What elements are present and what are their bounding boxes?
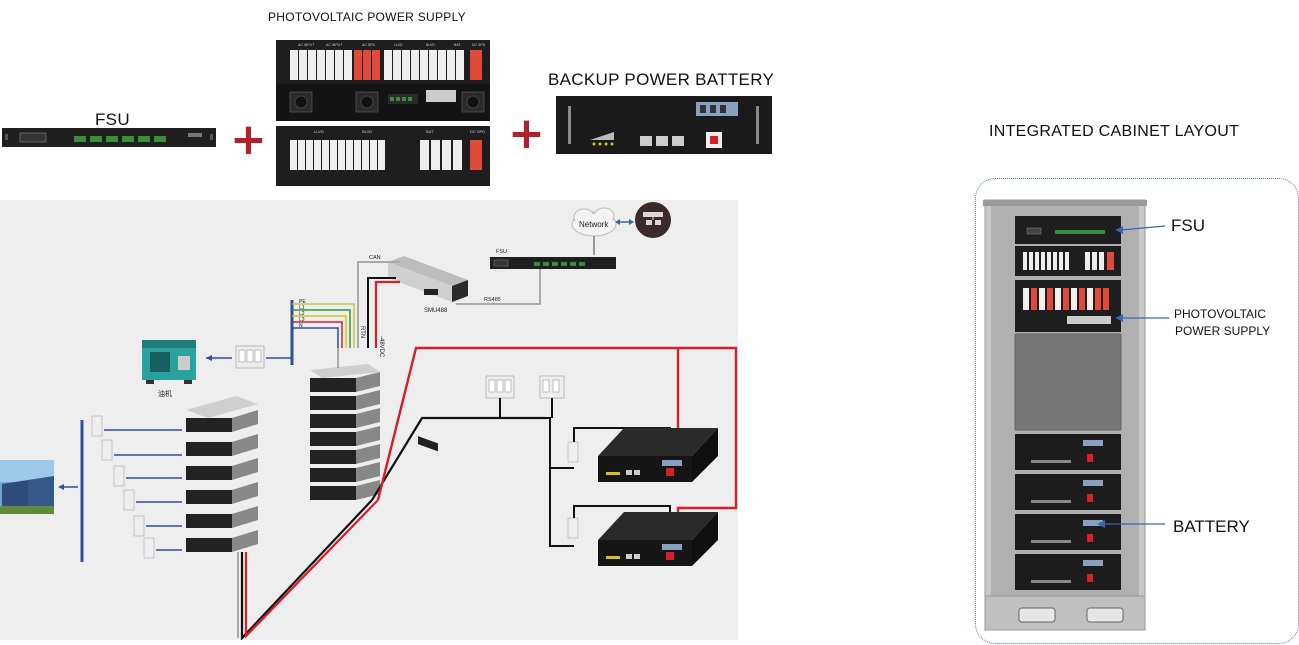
solar-feed-lines [104,429,182,551]
dc-label: -48VDC [378,336,384,358]
rtn-cable [367,277,396,348]
smu488-device [388,256,468,452]
fsu-unit-graphic [2,128,216,147]
solar-breakers [91,415,155,559]
battery-breaker-1 [485,375,515,399]
battery-breaker-2 [539,375,565,399]
pv-top-sec-6: BAT [454,43,461,47]
generator-arrow-icon [206,355,212,361]
battery-module-1 [598,428,718,482]
pe-label: PE [299,299,306,305]
solar-red-cable [244,499,379,639]
battery-negative-branch [546,417,574,547]
cabinet-battery-label: BATTERY [1173,517,1250,536]
pv-panel-bottom-graphic: LLVD BLVD BAT DC SPD [276,126,490,186]
generator-icon [142,340,196,384]
cabinet-battery-arrow-icon [1097,520,1105,528]
cabinet-fsu-label: FSU [1171,216,1205,235]
cabinet-title: INTEGRATED CABINET LAYOUT [989,123,1240,140]
pv-bottom-sec-1: LLVD [314,129,324,134]
diagram-fsu-device [490,257,616,269]
diagram-fsu-label: FSU [496,249,507,255]
system-diagram-graphic: Network FSU RS485 [0,202,738,641]
cabinet-graphic [983,199,1169,631]
battery-title: BACKUP POWER BATTERY [548,70,775,89]
fsu-title: FSU [95,110,130,129]
pv-top-sec-3: AC SPD [362,43,376,47]
battery-unit-graphic [556,96,772,154]
pv-top-sec-7: DC SPD [472,43,486,47]
dc-negative-bus [371,416,546,501]
l2-cable [292,315,347,348]
network-label: Network [579,220,609,229]
system-diagram: Network FSU RS485 [0,200,738,641]
cabinet-batteries [1015,434,1121,590]
rs485-cable [456,269,541,305]
l3-label: L3 [299,317,305,323]
pv-title: PHOTOVOLTAIC POWER SUPPLY [268,10,466,24]
battery-module-2 [598,512,718,566]
plus-icon-1: + [230,114,267,165]
n-label: N [299,323,303,329]
can-label: CAN [369,255,381,261]
cabinet-fsu-pointer [1120,225,1166,231]
generator-switch-icon [235,345,265,369]
pe-cable [292,303,355,348]
network-arrow-right-icon [629,219,634,225]
network-cloud-icon [571,207,617,237]
pv-bottom-sec-3: BAT [426,129,434,134]
rectifier-stack [310,364,380,500]
pv-bottom-sec-4: DC SPD [470,129,485,134]
pv-panel-top: AC INPUT AC INPUT AC SPD LLVD BLVD BAT D… [276,40,490,121]
pv-top-sec-2: AC INPUT [326,43,343,47]
pv-top-sec-1: AC INPUT [298,43,315,47]
cabinet-pv-label-line2: POWER SUPPLY [1175,324,1271,338]
battery2-fuse-icon [567,517,579,539]
solar-black-cable [240,499,373,641]
l1-label: L1 [299,305,305,311]
generator-label: 油机 [158,389,172,398]
rs485-label: RS485 [484,297,501,303]
pv-panel-top-graphic: AC INPUT AC INPUT AC SPD LLVD BLVD BAT D… [276,40,490,121]
can-cable [357,261,400,348]
pv-panel-bottom: LLVD BLVD BAT DC SPD [276,126,490,186]
battery-unit [556,96,772,154]
pv-bottom-breakers [290,140,482,170]
l2-label: L2 [299,311,305,317]
pv-top-sec-4: LLVD [394,43,403,47]
network-arrow-left-icon [615,219,620,225]
cabinet-pv-arrow-icon [1115,314,1123,322]
solar-arrow-icon [58,484,64,490]
plus-icon-2: + [508,108,545,159]
n-cable [292,327,339,348]
fsu-unit [2,128,216,147]
l3-cable [292,321,343,348]
smu488-label: SMU488 [424,308,448,314]
pv-bottom-sec-2: BLVD [362,129,372,134]
solar-controller-stack [186,396,258,552]
server-icon [635,202,671,238]
cabinet-fsu-arrow-icon [1115,226,1123,234]
battery1-fuse-icon [567,441,579,463]
cabinet-pv-label-line1: PHOTOVOLTAIC [1174,307,1267,321]
dc-cable [374,280,400,348]
pv-top-breakers [290,50,482,80]
l1-cable [292,309,351,348]
pv-top-sec-5: BLVD [426,43,435,47]
solar-panel-icon [0,460,54,514]
rtn-label: RTN [359,326,365,338]
